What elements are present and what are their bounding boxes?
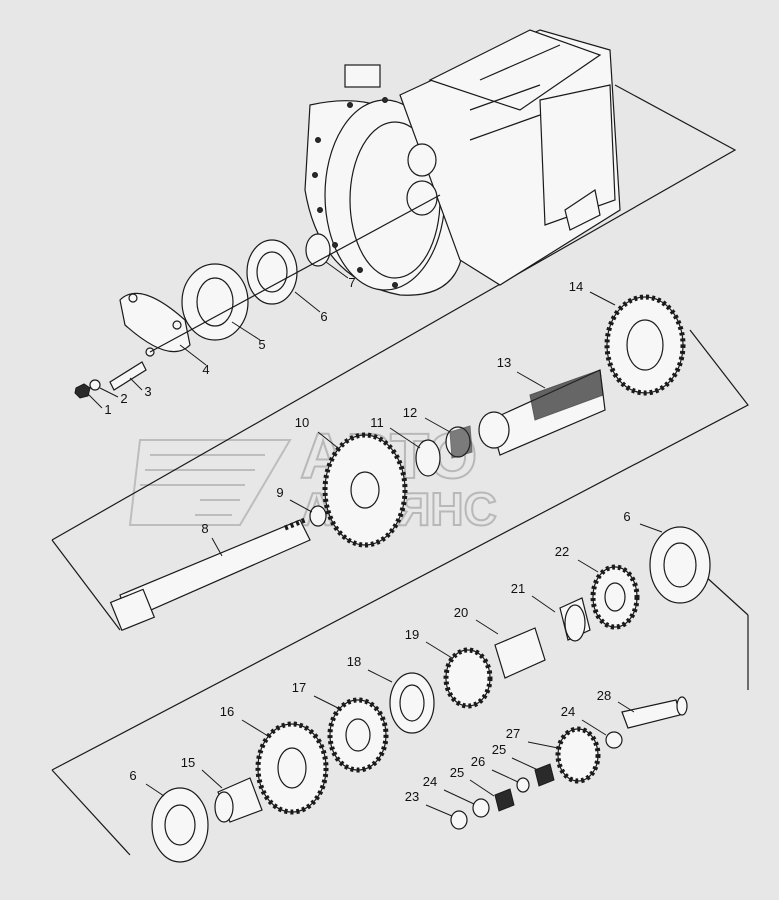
leader-line-23: [425, 804, 453, 817]
callout-19: 19: [405, 627, 419, 642]
leader-line-6: [145, 783, 165, 797]
washer: [89, 379, 101, 391]
callout-16: 16: [220, 704, 234, 719]
callout-28: 28: [597, 688, 611, 703]
leader-line-11: [389, 427, 421, 449]
leader-line-3: [129, 377, 143, 391]
leader-line-1: [87, 393, 103, 409]
callout-14: 14: [569, 279, 583, 294]
ring-26: [516, 777, 530, 793]
callout-6: 6: [623, 509, 630, 524]
callout-25: 25: [450, 765, 464, 780]
callout-18: 18: [347, 654, 361, 669]
callout-9: 9: [276, 485, 283, 500]
callout-3: 3: [144, 384, 151, 399]
leader-line-2: [99, 387, 119, 398]
callout-13: 13: [497, 355, 511, 370]
leader-line-4: [179, 344, 207, 366]
needle-bearing-25b: [494, 788, 515, 812]
stud: [109, 361, 147, 391]
callout-20: 20: [454, 605, 468, 620]
leader-line-18: [367, 669, 393, 683]
callout-11: 11: [370, 415, 384, 430]
leader-line-25: [511, 757, 539, 771]
cover-group: [74, 194, 441, 399]
watermark-logo-icon: [128, 439, 292, 526]
leader-line-24: [581, 719, 607, 736]
leader-line-9: [289, 499, 313, 513]
washer-24b: [472, 798, 490, 818]
callout-17: 17: [292, 680, 306, 695]
callout-12: 12: [403, 405, 417, 420]
leader-line-28: [617, 701, 635, 713]
washer-11: [415, 439, 441, 477]
leader-line-10: [317, 431, 339, 449]
gear-19: [445, 649, 491, 707]
callout-27: 27: [506, 726, 520, 741]
leader-line-25: [469, 779, 495, 797]
callout-23: 23: [405, 789, 419, 804]
gearbox-housing: [304, 29, 621, 296]
callout-4: 4: [202, 362, 209, 377]
axle-28: [621, 699, 681, 729]
callout-15: 15: [181, 755, 195, 770]
washer-23: [450, 810, 468, 830]
callout-2: 2: [120, 391, 127, 406]
leader-line-21: [531, 595, 556, 613]
bolt: [74, 383, 91, 399]
leader-line-22: [577, 559, 599, 573]
needle-bearing-20: [494, 627, 546, 679]
callout-6: 6: [129, 768, 136, 783]
leader-line-13: [516, 371, 546, 389]
needle-bearing-25: [534, 763, 555, 787]
cover: [119, 292, 191, 353]
idler-group: [450, 696, 688, 830]
leader-line-12: [424, 417, 451, 433]
callout-21: 21: [511, 581, 525, 596]
leader-line-27: [527, 741, 559, 749]
leader-line-7: [325, 261, 349, 279]
leader-line-14: [589, 291, 616, 306]
washer-24: [605, 731, 623, 749]
leader-line-16: [241, 719, 269, 737]
leader-line-8: [211, 537, 223, 557]
callout-22: 22: [555, 544, 569, 559]
callout-7: 7: [348, 275, 355, 290]
callout-1: 1: [104, 402, 111, 417]
callout-26: 26: [471, 754, 485, 769]
callout-24: 24: [423, 774, 437, 789]
leader-line-19: [425, 641, 453, 659]
assembly-frame-lines: [51, 84, 749, 856]
leader-line-20: [475, 619, 499, 635]
leader-line-24: [443, 789, 475, 805]
callout-25: 25: [492, 742, 506, 757]
callout-8: 8: [201, 521, 208, 536]
countershaft-group: [151, 526, 711, 863]
callout-6: 6: [320, 309, 327, 324]
leader-line-6: [294, 291, 321, 313]
leader-line-17: [313, 695, 339, 709]
leader-line-26: [491, 769, 519, 783]
input-shaft-group: [109, 294, 686, 632]
leader-line-5: [231, 321, 261, 341]
leader-line-15: [201, 769, 223, 789]
callout-5: 5: [258, 337, 265, 352]
ring-9: [309, 505, 327, 527]
leader-line-6: [639, 523, 663, 533]
callout-10: 10: [295, 415, 309, 430]
callout-24: 24: [561, 704, 575, 719]
